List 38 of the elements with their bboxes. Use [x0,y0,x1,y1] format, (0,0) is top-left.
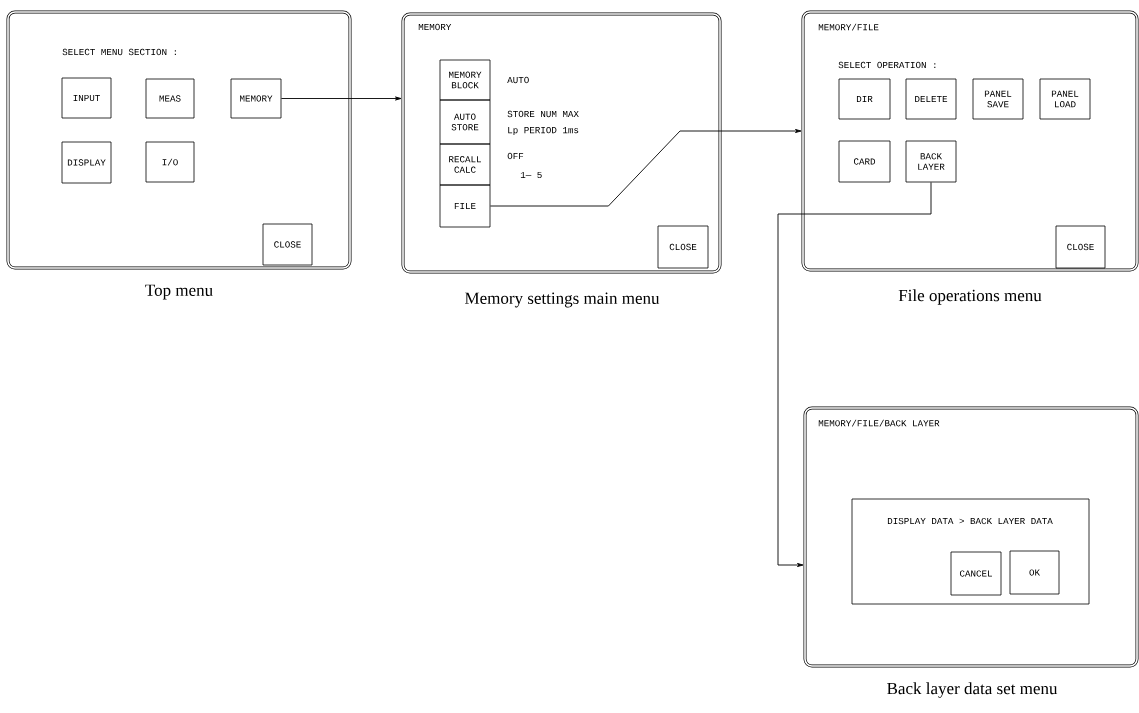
menu-button: CANCEL [950,551,1002,596]
setting-value: STORE NUM MAX [507,110,579,118]
menu-label: Back layer data set menu [887,682,1058,698]
arrow [489,129,802,207]
setting-value: AUTO [507,76,529,84]
screen-text: SELECT OPERATION : [838,61,936,69]
screen-text: MEMORY [418,23,452,31]
screen-text: SELECT MENU SECTION : [62,48,176,56]
screen-text: MEMORY/FILE [818,23,879,31]
arrow [280,96,402,101]
menu-button: DELETE [905,78,957,120]
setting-value: 1— 5 [520,171,542,179]
menu-button: I/O [145,141,195,183]
menu-button: MEMORY BLOCK [439,59,491,101]
menu-button: OK [1009,550,1060,595]
menu-button: DISPLAY [61,141,112,184]
menu-button: AUTO STORE [439,99,491,145]
menu-button: CLOSE [1055,225,1106,269]
menu-button: DIR [838,78,891,120]
menu-label: Memory settings main menu [465,292,660,308]
menu-button: PANEL SAVE [972,78,1024,120]
menu-button: RECALL CALC [439,143,491,186]
setting-value: OFF [507,152,524,160]
menu-label: Top menu [145,284,213,300]
menu-button: MEMORY [230,78,282,119]
menu-label: File operations menu [898,289,1042,305]
setting-value: Lp PERIOD 1ms [508,126,579,136]
menu-button: CLOSE [262,223,313,266]
menu-button: BACK LAYER [905,140,957,183]
menu-button: CARD [838,140,891,183]
arrow [777,181,932,567]
menu-button: CLOSE [657,225,709,269]
menu-button: INPUT [61,77,112,119]
menu-button: FILE [439,184,491,228]
menu-button: MEAS [145,78,195,119]
menu-button: PANEL LOAD [1039,78,1091,120]
screen-text: DISPLAY DATA > BACK LAYER DATA [887,517,1053,525]
screen-text: MEMORY/FILE/BACK LAYER [818,419,940,427]
